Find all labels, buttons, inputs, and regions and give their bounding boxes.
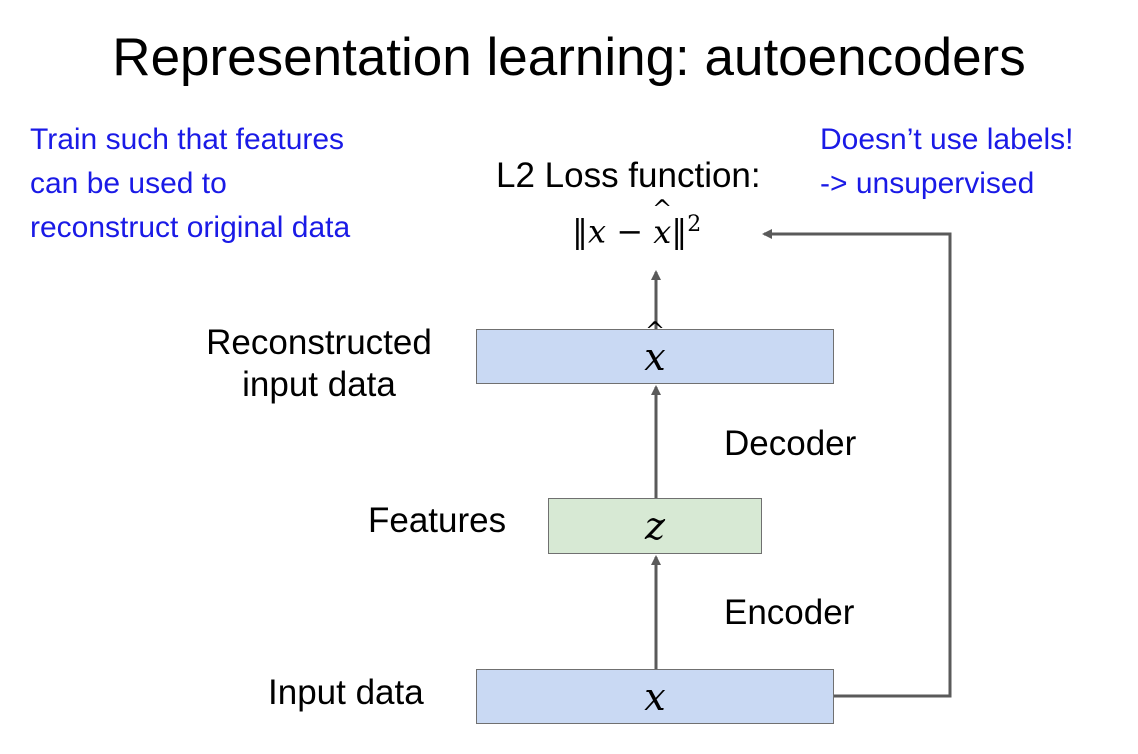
training-note-line: reconstruct original data: [30, 211, 351, 244]
formula-minus: −: [606, 212, 654, 251]
z-symbol: z: [644, 504, 666, 548]
reconstructed-label: Reconstructed input data: [190, 322, 448, 406]
features-box: z: [548, 498, 762, 554]
formula-xhat: x: [653, 213, 671, 251]
features-label: Features: [368, 501, 507, 540]
loss-formula: ‖x − x‖2: [572, 212, 701, 251]
input-data-label: Input data: [268, 673, 424, 712]
formula-exponent: 2: [687, 212, 702, 237]
training-note: Train such that features can be used to …: [30, 118, 350, 250]
reconstructed-label-line: Reconstructed: [206, 323, 432, 362]
decoder-label: Decoder: [724, 424, 857, 463]
x-symbol: x: [644, 674, 666, 719]
slide-title: Representation learning: autoencoders: [112, 28, 1026, 87]
norm-bar-right: ‖: [671, 212, 688, 251]
input-to-loss-arrow: [762, 229, 952, 698]
encoder-label: Encoder: [724, 593, 855, 632]
norm-bar-left: ‖: [572, 212, 588, 251]
formula-x: x: [588, 212, 607, 251]
reconstructed-data-box: x: [476, 329, 834, 384]
reconstructed-label-line: input data: [242, 365, 396, 404]
unsupervised-note-line: Doesn’t use labels!: [820, 123, 1074, 156]
loss-function-label: L2 Loss function:: [496, 156, 761, 195]
xhat-symbol: x: [644, 335, 665, 379]
training-note-line: Train such that features: [30, 123, 345, 156]
training-note-line: can be used to: [30, 167, 227, 200]
unsupervised-note: Doesn’t use labels! -> unsupervised: [820, 118, 1073, 206]
input-data-box: x: [476, 669, 834, 724]
unsupervised-note-line: -> unsupervised: [820, 167, 1035, 200]
